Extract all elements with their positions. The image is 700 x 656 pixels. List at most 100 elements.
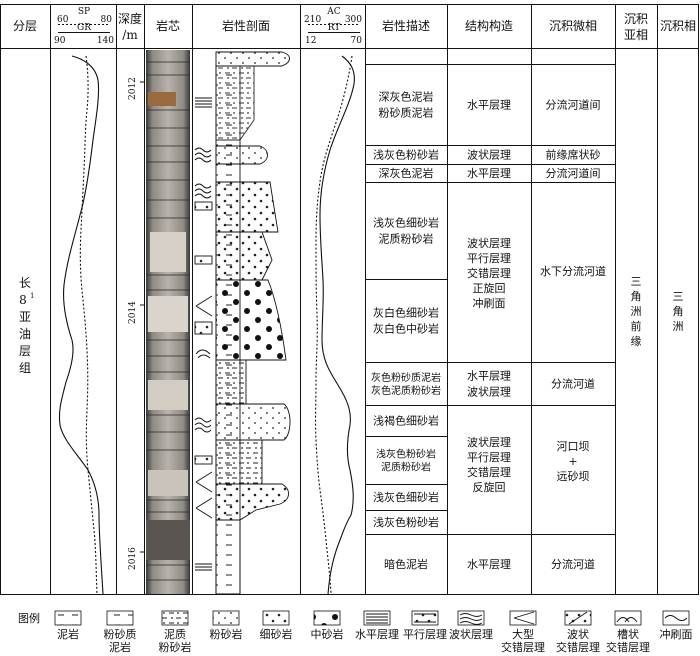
- parallel-bedding-symbol: [194, 255, 213, 265]
- lithology-cell: 浅灰色细砂岩: [373, 490, 439, 504]
- description-rows: 深灰色泥岩粉砂质泥岩水平层理分流河道间浅灰色粉砂岩波状层理前缘席状砂深灰色泥岩水…: [371, 90, 601, 572]
- legend-swatch-horizontal-bedding: [363, 610, 391, 626]
- sp-gr-log-track: [58, 55, 104, 595]
- ac-curve: [315, 55, 353, 595]
- legend-label: 交错层理: [606, 640, 650, 654]
- legend-swatch-trough-cross-bedding: [614, 610, 642, 626]
- legend-swatch-mudstone: [54, 610, 82, 626]
- lithology-cell: 浅灰色粉砂岩: [373, 515, 439, 529]
- header-sp-min: 60: [57, 15, 69, 25]
- micro-facies-cell: 分流河道: [551, 557, 595, 571]
- legend-label: 交错层理: [501, 640, 545, 654]
- structure-cell: 水平层理: [467, 99, 511, 112]
- legend-label: 细砂岩: [260, 627, 293, 641]
- micro-facies-cell: 河口坝: [557, 439, 590, 453]
- legend-swatch-wavy-bedding: [457, 610, 485, 626]
- header-gr-label: GR: [77, 23, 91, 33]
- subfacies-char: 角: [631, 290, 642, 303]
- wavy-bedding-symbol: [194, 183, 212, 199]
- legend-swatch-fine-sandstone: [262, 610, 290, 626]
- legend-swatch-large-cross-bedding: [509, 610, 537, 626]
- structure-cell: 水平层理: [467, 558, 511, 571]
- strata-superscript: 1: [30, 292, 34, 300]
- subfacies-char: 缘: [631, 335, 642, 348]
- legend-label: 槽状: [617, 627, 639, 641]
- structure-cell: 波状层理: [467, 148, 511, 162]
- micro-facies-cell: 分流河道间: [546, 166, 601, 180]
- strata-char: 8: [19, 293, 27, 307]
- header-facies: 沉积相: [660, 19, 696, 33]
- parallel-bedding-symbol: [194, 455, 213, 465]
- trough-cross-bedding-symbol: [195, 349, 211, 359]
- strata-char: 组: [19, 361, 31, 375]
- wavy-cross-bedding-symbol: [194, 321, 213, 335]
- lithology-cell: 灰色泥质粉砂岩: [371, 384, 441, 397]
- legend-label: 泥岩: [57, 627, 79, 641]
- legend-swatch-argillaceous-siltstone: [161, 610, 189, 626]
- structure-cell: 正旋回: [473, 281, 506, 295]
- legend-swatch-wavy-cross-bedding: [564, 610, 592, 626]
- legend-label: 水平层理: [355, 628, 399, 641]
- lithology-cell: 泥质粉砂岩: [381, 461, 431, 474]
- table-frame: [0, 4, 699, 595]
- header-subfacies: 沉积: [624, 12, 648, 26]
- rt-curve: [319, 55, 355, 595]
- lithology-cell: 浅灰色粉砂岩: [376, 448, 436, 461]
- header-profile: 岩性剖面: [222, 18, 270, 33]
- legend-swatch-parallel-bedding: [411, 610, 439, 626]
- legend: 图例 泥岩粉砂质泥岩泥质粉砂岩粉砂岩细砂岩中砂岩水平层理平行层理波状层理大型交错…: [18, 610, 693, 654]
- facies-char: 三: [673, 290, 684, 303]
- micro-facies-cell: 分流河道间: [546, 98, 601, 112]
- header-rt-min: 12: [305, 36, 316, 46]
- lithology-cell: 深灰色泥岩: [379, 90, 434, 104]
- legend-label: 冲刷面: [660, 627, 693, 641]
- legend-swatch-silty-mudstone: [106, 610, 134, 626]
- lithology-cell: 泥质粉砂岩: [379, 232, 434, 246]
- lithology-cell: 灰色粉砂质泥岩: [371, 371, 441, 384]
- wavy-bedding-symbol: [194, 147, 212, 163]
- legend-label: 交错层理: [556, 640, 600, 654]
- structure-cell: 交错层理: [467, 266, 511, 280]
- header-micro-facies: 沉积微相: [549, 19, 597, 33]
- micro-facies-cell: 远砂坝: [557, 469, 590, 483]
- core-photo: [146, 50, 190, 594]
- sp-curve: [79, 55, 98, 595]
- strata-char: 长: [19, 276, 31, 290]
- strata-unit-label: 长 8 1 亚 油 层 组: [19, 276, 34, 375]
- cross-bedding-symbol: [195, 471, 213, 493]
- structure-cell: 平行层理: [467, 451, 511, 464]
- horizontal-bedding-symbol: [195, 97, 212, 108]
- horizontal-bedding-symbol: [195, 563, 212, 571]
- subfacies-char: 洲: [631, 305, 642, 318]
- subfacies-char: 前: [631, 319, 642, 333]
- header-gr-max: 140: [97, 36, 114, 46]
- header-depth: 深度: [118, 11, 142, 26]
- cross-bedding-symbol: [195, 497, 213, 519]
- lithology-profile: [194, 51, 291, 595]
- lithology-cell: 浅灰色细砂岩: [373, 216, 439, 230]
- legend-title: 图例: [18, 611, 40, 625]
- parallel-bedding-symbol: [194, 201, 213, 211]
- cross-bedding-symbol: [195, 295, 213, 317]
- header-depth-unit: /m: [122, 28, 138, 42]
- structure-cell: 平行层理: [467, 252, 511, 265]
- strata-char: 亚: [19, 310, 31, 324]
- facies-char: 洲: [673, 320, 684, 333]
- lithology-cell: 灰白色中砂岩: [373, 322, 439, 336]
- legend-label: 粉砂岩: [210, 627, 243, 641]
- legend-label: 泥岩: [109, 640, 131, 654]
- legend-label: 大型: [512, 627, 534, 641]
- legend-label: 波状层理: [449, 627, 493, 641]
- legend-swatch-scour-surface: [662, 610, 690, 626]
- legend-label: 平行层理: [403, 628, 447, 641]
- structure-cell: 波状层理: [467, 236, 511, 250]
- header-row: 分层 SP 60 80 GR 90 140 深度 /m 岩芯 岩性剖面 AC 2…: [13, 7, 696, 46]
- structure-cell: 水平层理: [467, 370, 511, 383]
- structure-cell: 波状层理: [467, 385, 511, 399]
- merged-cells: 波状层理 平行层理 交错层理 正旋回 冲刷面 水下分流河道 波状层理 平行层理 …: [467, 236, 684, 494]
- header-sp-max: 80: [101, 15, 113, 25]
- header-rt-label: RT: [328, 23, 341, 33]
- header-rt-max: 70: [351, 36, 363, 46]
- micro-facies-cell: 前缘席状砂: [546, 148, 601, 162]
- header-subfacies-2: 亚相: [624, 28, 648, 42]
